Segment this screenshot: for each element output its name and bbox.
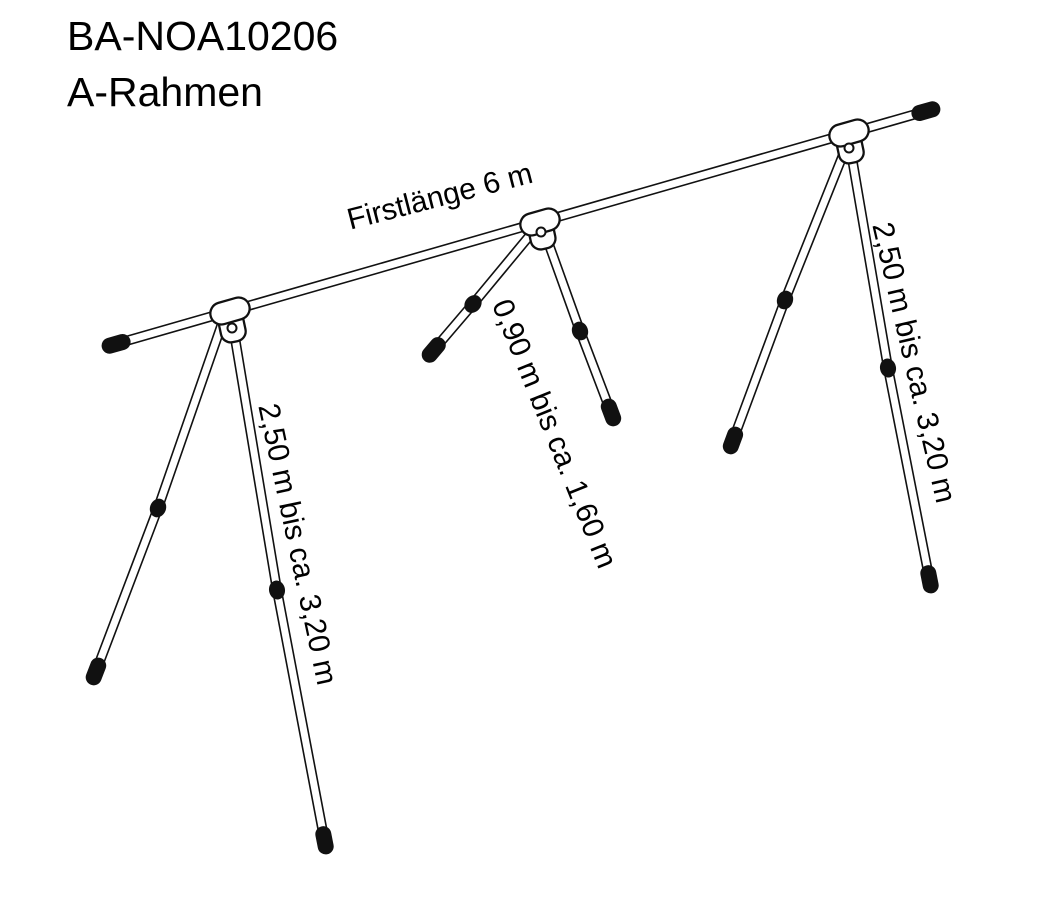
clamp-right-frame-left — [776, 290, 794, 310]
page-title: BA-NOA10206 — [67, 13, 339, 59]
foot-middle-left — [421, 337, 446, 363]
ridge-cap-right — [911, 101, 941, 121]
clamp-middle-left — [464, 295, 482, 313]
joint-hole-left — [226, 322, 238, 334]
clamp-left-frame-left — [149, 498, 167, 518]
foot-left-frame-left — [85, 657, 107, 686]
leg-feet — [85, 337, 939, 855]
joint-hole-right — [843, 142, 855, 154]
foot-right-frame-left — [722, 426, 744, 455]
foot-left-frame-right — [315, 826, 334, 855]
ridge-cap-left — [101, 334, 131, 354]
ridge-end-caps — [101, 101, 941, 354]
apex-joint-middle — [519, 207, 561, 251]
page-subtitle: A-Rahmen — [67, 69, 263, 115]
clamp-middle-right — [571, 321, 589, 341]
joint-hole-middle — [535, 226, 547, 238]
telescope-clamps — [149, 290, 897, 600]
apex-joint-right — [828, 118, 870, 165]
apex-joint-left — [209, 296, 251, 344]
title-block: BA-NOA10206 A-Rahmen — [67, 8, 338, 120]
foot-right-frame-right — [920, 565, 939, 594]
foot-middle-right — [600, 398, 622, 427]
clamp-left-frame-right — [268, 580, 286, 600]
clamp-right-frame-right — [879, 358, 897, 378]
